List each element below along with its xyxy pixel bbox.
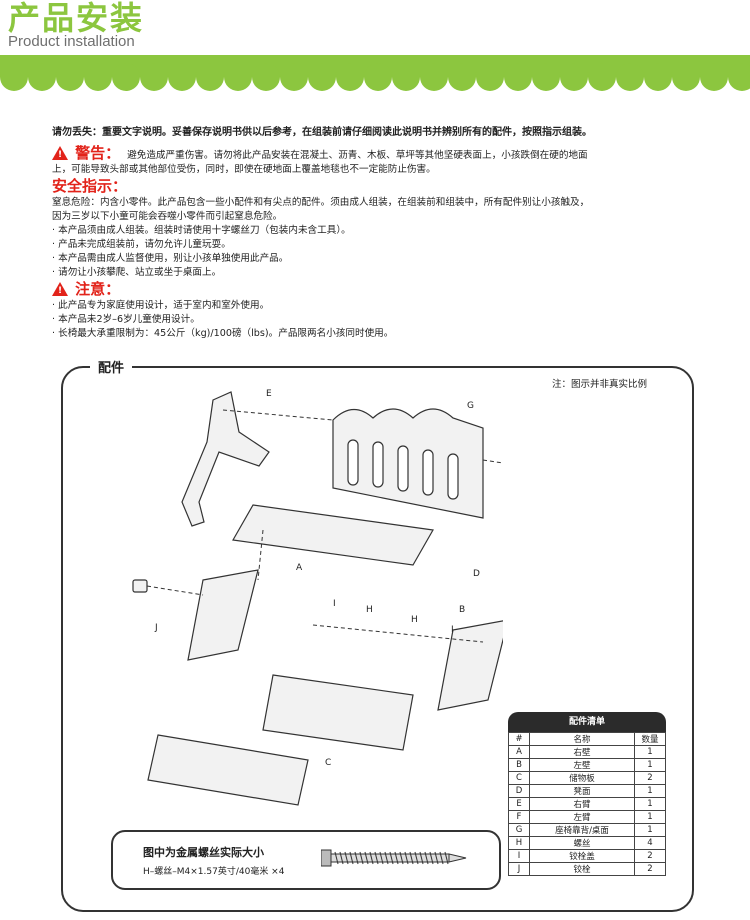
table-header-row: # 名称 数量 [508, 732, 666, 746]
table-cell: 铰栓 [529, 862, 635, 876]
safety-line: 窒息危险：内含小零件。此产品包含一些小配件和有尖点的配件。须由成人组装，在组装前… [52, 197, 590, 208]
page-title: 产品安装 [8, 0, 145, 37]
safety-line: · 本产品需由成人监督使用，别让小孩单独使用此产品。 [52, 253, 289, 264]
table-cell: 1 [634, 758, 666, 772]
warning-triangle-icon: ! [52, 282, 68, 296]
notice-heading: 注意： [75, 280, 121, 298]
part-a-right-wall [187, 569, 259, 661]
diagram-letter: D [473, 569, 480, 579]
page-header: 产品安装 Product installation [0, 0, 750, 100]
diagram-letter: C [325, 758, 331, 768]
safety-section: 安全指示： [52, 179, 712, 196]
table-cell: C [508, 771, 530, 785]
table-cell: H [508, 836, 530, 850]
table-cell: 座椅靠背/桌面 [529, 823, 635, 837]
table-header: # [508, 732, 530, 746]
diagram-letter: G [467, 401, 474, 411]
table-cell: 4 [634, 836, 666, 850]
safety-heading: 安全指示： [52, 177, 128, 195]
table-cell: 1 [634, 797, 666, 811]
table-cell: 螺丝 [529, 836, 635, 850]
safety-line: 因为三岁以下小童可能会吞噬小零件而引起窒息危险。 [52, 211, 283, 222]
warning-triangle-icon: ! [52, 146, 68, 160]
instructions-block: 请勿丢失：重要文字说明。妥善保存说明书供以后参考，在组装前请仔细阅读此说明书并辨… [52, 126, 712, 341]
table-cell: D [508, 784, 530, 798]
table-cell: 1 [634, 823, 666, 837]
diagram-letter: E [266, 389, 272, 399]
table-cell: 右臂 [529, 797, 635, 811]
table-cell: F [508, 810, 530, 824]
screw-size-box: 图中为金属螺丝实际大小 H–螺丝–M4×1.57英寸/40毫米 ×4 [111, 830, 501, 890]
page-subtitle: Product installation [8, 33, 135, 50]
diagram-letter: I [451, 625, 454, 635]
diagram-letter: J [154, 623, 158, 633]
scale-note: 注：图示并非真实比例 [552, 379, 648, 390]
table-cell: G [508, 823, 530, 837]
diagram-letter: A [296, 563, 303, 573]
safety-line: · 请勿让小孩攀爬、站立或坐于桌面上。 [52, 267, 222, 278]
table-cell: 2 [634, 771, 666, 785]
warning-text-2: 上，可能导致头部或其他部位受伤，同时，即使在硬地面上覆盖地毯也不一定能防止伤害。 [52, 164, 436, 175]
table-cell: I [508, 849, 530, 863]
warning-heading: 警告： [75, 144, 121, 162]
notice-section: ! 注意： [52, 282, 712, 299]
table-cell: 凳面 [529, 784, 635, 798]
exploded-parts-diagram: E G F A D B I H H I J J C [132, 389, 503, 806]
green-scallop-banner [0, 55, 750, 91]
part-c-storage-board [262, 674, 414, 751]
safety-line: · 产品未完成组装前，请勿允许儿童玩耍。 [52, 239, 231, 250]
table-cell: 2 [634, 862, 666, 876]
screw-title: 图中为金属螺丝实际大小 [143, 846, 264, 859]
table-cell: 左壁 [529, 758, 635, 772]
part-c-storage-board [147, 734, 309, 806]
parts-label: 配件 [90, 357, 133, 376]
table-cell: 2 [634, 849, 666, 863]
diagram-letter: H [366, 605, 373, 615]
table-cell: A [508, 745, 530, 759]
table-cell: 左臂 [529, 810, 635, 824]
table-cell: E [508, 797, 530, 811]
table-header: 名称 [529, 732, 635, 746]
table-cell: 右壁 [529, 745, 635, 759]
safety-line: · 本产品须由成人组装。组装时请使用十字螺丝刀（包装内未含工具）。 [52, 225, 351, 236]
table-cell: 储物板 [529, 771, 635, 785]
table-cell: 1 [634, 745, 666, 759]
parts-list-title: 配件清单 [508, 712, 666, 732]
part-e-right-arm [181, 391, 270, 527]
table-cell: J [508, 862, 530, 876]
parts-frame [61, 366, 694, 912]
diagram-letter: I [333, 599, 336, 609]
part-b-left-wall [437, 620, 503, 711]
table-cell: 1 [634, 784, 666, 798]
notice-line: · 长椅最大承重限制为：45公斤（kg)/100磅（lbs)。产品限两名小孩同时… [52, 328, 394, 339]
diagram-letter: H [411, 615, 418, 625]
intro-text: 请勿丢失：重要文字说明。妥善保存说明书供以后参考，在组装前请仔细阅读此说明书并辨… [52, 127, 592, 138]
notice-line: · 本产品未2岁–6岁儿童使用设计。 [52, 314, 200, 325]
screw-icon [321, 849, 467, 867]
warning-text-1: 避免造成严重伤害。请勿将此产品安装在混凝土、沥青、木板、草坪等其他坚硬表面上，小… [127, 150, 588, 161]
screw-spec: H–螺丝–M4×1.57英寸/40毫米 ×4 [143, 867, 285, 877]
part-j-hinge-bolt [132, 579, 148, 593]
table-header: 数量 [634, 732, 666, 746]
diagram-letter: B [459, 605, 465, 615]
table-cell: 1 [634, 810, 666, 824]
table-cell: B [508, 758, 530, 772]
part-d-seat [232, 504, 434, 566]
table-cell: 铰栓盖 [529, 849, 635, 863]
warning-section: ! 警告： 避免造成严重伤害。请勿将此产品安装在混凝土、沥青、木板、草坪等其他坚… [52, 146, 712, 163]
notice-line: · 此产品专为家庭使用设计，适于室内和室外使用。 [52, 300, 270, 311]
